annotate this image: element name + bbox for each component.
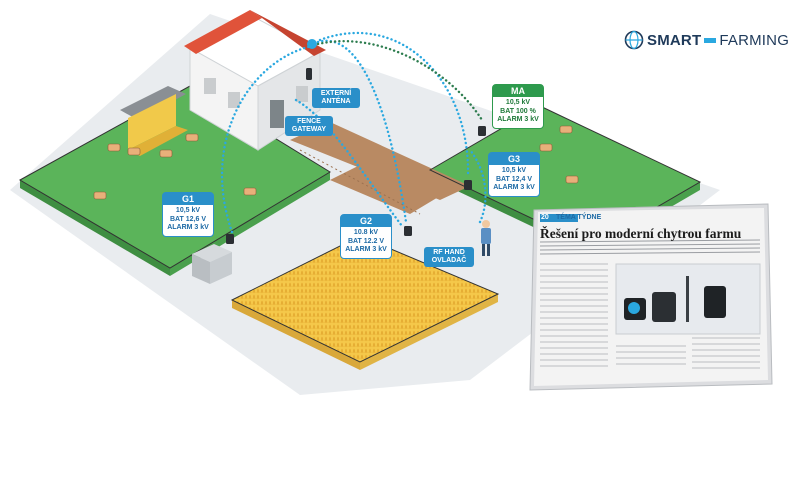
station-g2-battery: BAT 12.2 V [347,237,385,245]
farmer [481,220,491,256]
station-g3-voltage: 10,5 kV [501,167,527,174]
station-g1-battery: BAT 12,6 V [169,215,207,223]
station-g3-alarm: ALARM 3 kV [493,184,535,191]
hay-shed [120,86,188,156]
station-g1-alarm: ALARM 3 kV [167,224,209,231]
fence-gateway-text: FENCE GATEWAY [291,118,327,133]
station-ma-name: MA [493,85,543,97]
farmhouse [184,10,326,151]
newspaper-text-lines [539,239,761,255]
cows [93,125,579,200]
station-g3-name: G3 [489,153,539,165]
newspaper-clipping [529,203,773,391]
newspaper-section: TÉMA TÝDNE [556,214,602,221]
station-ma-battery: BAT 100 % [500,107,536,115]
station-ma-alarm: ALARM 3 kV [497,116,539,123]
wireless-links [220,31,487,234]
station-g1-voltage: 10,5 kV [175,207,201,214]
station-g2-alarm: ALARM 3 kV [345,246,387,253]
station-ma-label: MA 10,5 kV BAT 100 % ALARM 3 kV [492,84,544,129]
fence-gateway-tag: FENCE GATEWAY [285,116,333,136]
globe-icon [624,30,644,50]
wheat-field [232,236,498,362]
station-ma-voltage: 10,5 kV [505,99,531,106]
antenna-signal-icon [307,39,317,49]
rf-hand-tag: RF HAND OVLADAČ [424,247,474,267]
rf-hand-text: RF HAND OVLADAČ [431,249,467,264]
logo-smart: SMART [647,31,702,49]
newspaper-section-no: 20 [541,214,549,221]
station-g2-label: G2 10.8 kV BAT 12.2 V ALARM 3 kV [340,214,392,259]
external-antenna-text: EXTERNÍ ANTÉNA [320,90,352,105]
station-g1-label: G1 10,5 kV BAT 12,6 V ALARM 3 kV [162,192,214,237]
station-g3-label: G3 10,5 kV BAT 12,4 V ALARM 3 kV [488,152,540,197]
shelter [192,244,232,284]
fence-energizers [226,68,486,244]
station-g1-name: G1 [163,193,213,205]
station-g2-voltage: 10.8 kV [353,229,379,236]
dirt-path [290,122,470,214]
logo-bar [704,37,717,43]
logo-farming: FARMING [719,31,790,49]
station-g2-name: G2 [341,215,391,227]
external-antenna-tag: EXTERNÍ ANTÉNA [312,88,360,108]
newspaper-headline: Řešení pro moderní chytrou farmu [540,226,742,241]
smart-farming-logo: SMART FARMING [624,30,789,50]
station-g3-battery: BAT 12,4 V [495,175,533,183]
